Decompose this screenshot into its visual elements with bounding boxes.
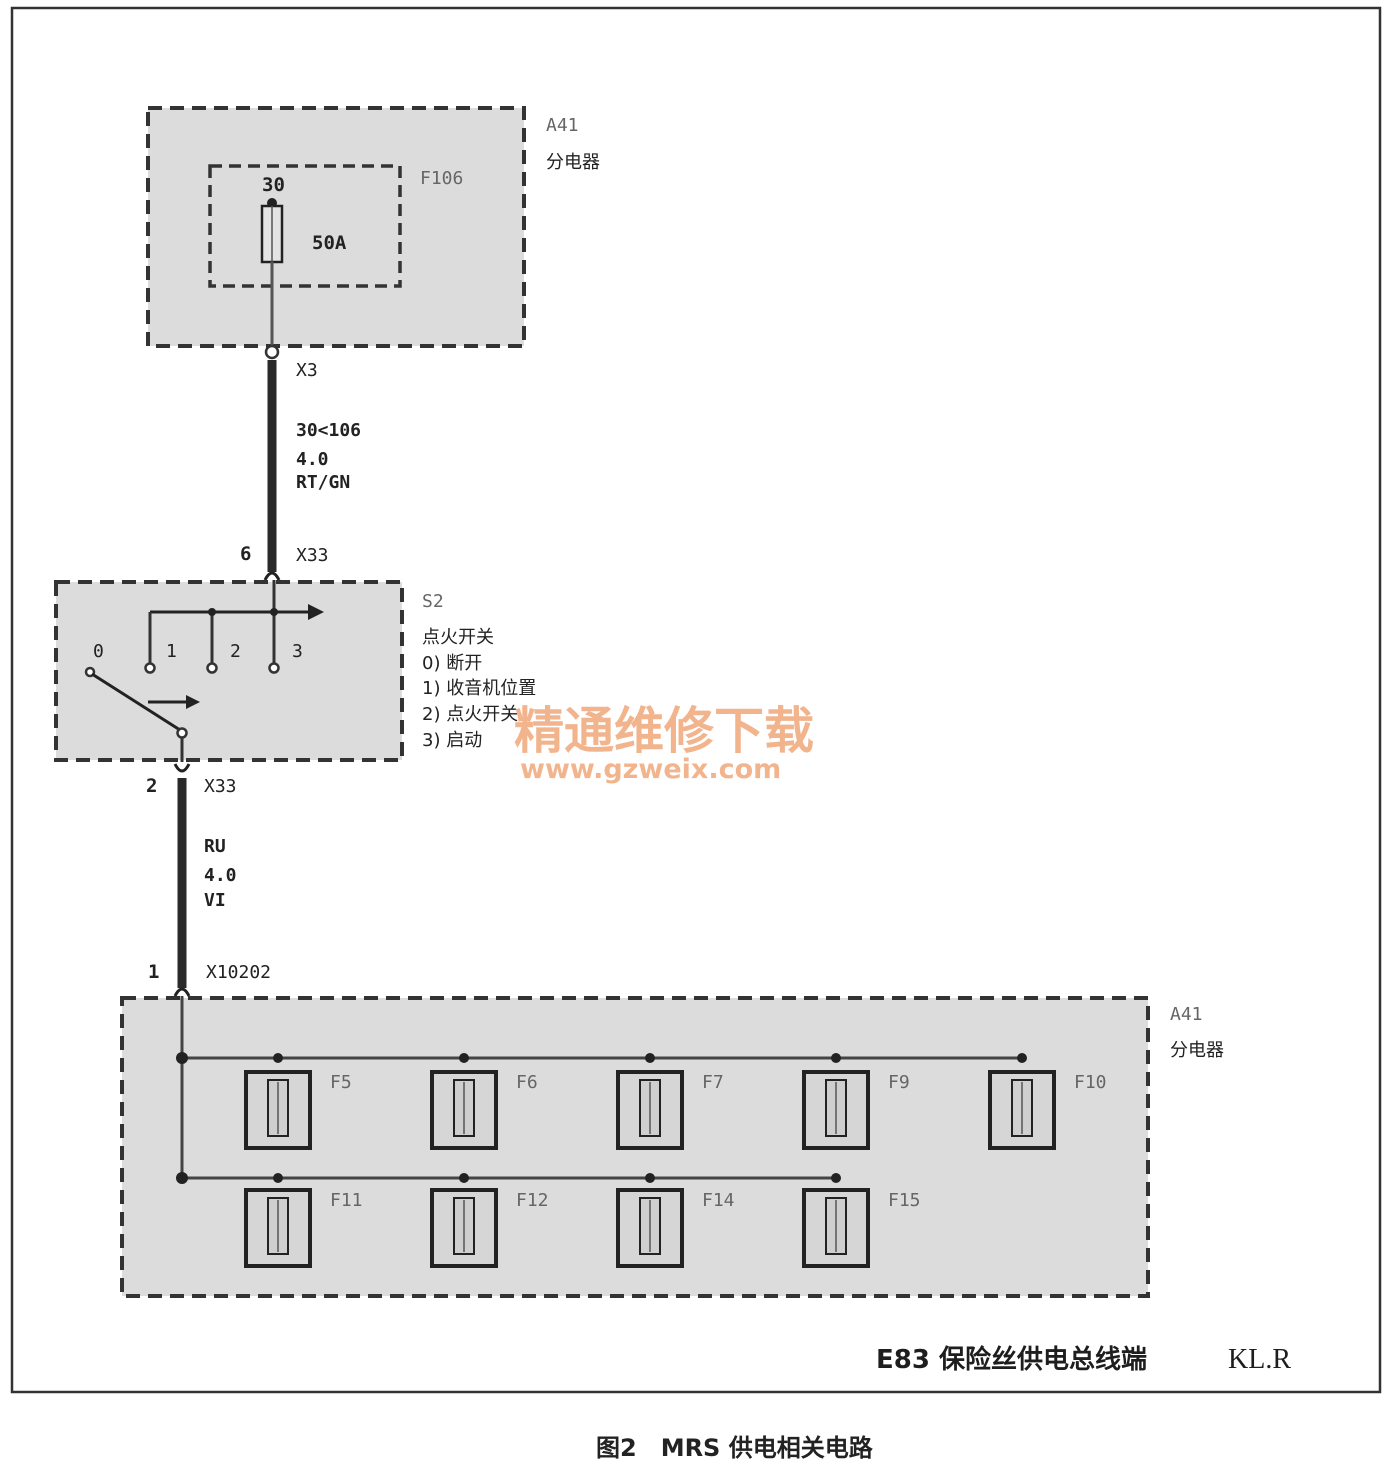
bus-junction-1 [176, 1052, 188, 1064]
fuse-label-f9: F9 [888, 1072, 910, 1093]
fuse-holder-f106 [208, 164, 402, 288]
wire-2-size: 4.0 [204, 865, 237, 886]
connector-x33-bottom-symbol [173, 763, 191, 773]
wire-1-size: 4.0 [296, 449, 329, 470]
bottom-box-name: 分电器 [1170, 1040, 1224, 1061]
switch-pin-bottom: 2 [146, 775, 157, 797]
fuse-label-f7: F7 [702, 1072, 724, 1093]
connector-x3-terminal [264, 344, 280, 360]
fuse-f7 [616, 1053, 684, 1150]
switch-bar-arrow [308, 604, 324, 620]
fuse-f11 [244, 1173, 312, 1268]
ignition-switch-box [54, 580, 404, 762]
switch-position-3: 3 [292, 641, 303, 662]
bottom-pin: 1 [148, 961, 159, 983]
switch-legend-2: 2) 点火开关 [422, 704, 518, 725]
switch-dot-pos1 [208, 608, 216, 616]
fuse-f12 [430, 1173, 498, 1268]
watermark-url: www.gzweix.com [520, 754, 781, 785]
footer-terminal: KL.R [1228, 1344, 1291, 1375]
switch-legend-1: 1) 收音机位置 [422, 678, 536, 699]
wire-2-color: VI [204, 890, 226, 911]
footer-title: E83 保险丝供电总线端 [876, 1344, 1147, 1375]
switch-common-contact [176, 727, 188, 739]
fuse-f5 [244, 1053, 312, 1150]
switch-id: S2 [422, 591, 444, 612]
switch-pin-top: 6 [240, 543, 251, 565]
fuse-f9 [802, 1053, 870, 1150]
distributor-box-top [146, 106, 526, 348]
connector-x33-top-symbol [263, 571, 281, 581]
connector-x3-label: X3 [296, 360, 318, 381]
fuse-rating-label: 50A [312, 232, 347, 254]
fuse-label-f11: F11 [330, 1190, 363, 1211]
bus-junction-2 [176, 1172, 188, 1184]
switch-arm [91, 672, 181, 732]
bottom-box-id: A41 [1170, 1004, 1203, 1025]
switch-position-0: 0 [93, 641, 104, 662]
top-box-name: 分电器 [546, 152, 600, 173]
figure-caption: 图2 MRS 供电相关电路 [596, 1434, 874, 1462]
connector-x10202-symbol [173, 987, 191, 997]
switch-contact-1 [144, 662, 156, 674]
fuse-f10 [988, 1053, 1056, 1150]
switch-actuator-arrow [186, 695, 200, 709]
bottom-connector: X10202 [206, 962, 271, 983]
fuse-label-f15: F15 [888, 1190, 921, 1211]
top-box-id: A41 [546, 115, 579, 136]
switch-position-1: 1 [166, 641, 177, 662]
fuse-f106-label: F106 [420, 168, 463, 189]
wire-1-circuit: 30<106 [296, 420, 361, 441]
watermark-text: 精通维修下载 [514, 702, 814, 760]
fuse-f6 [430, 1053, 498, 1150]
fuse-label-f6: F6 [516, 1072, 538, 1093]
switch-position-2: 2 [230, 641, 241, 662]
fuse-label-f5: F5 [330, 1072, 352, 1093]
fuse-label-f14: F14 [702, 1190, 735, 1211]
fuse-label-f10: F10 [1074, 1072, 1107, 1093]
fuse-label-f12: F12 [516, 1190, 549, 1211]
wire-1-color: RT/GN [296, 472, 350, 493]
switch-connector-bottom: X33 [204, 776, 237, 797]
switch-contact-2 [206, 662, 218, 674]
fuse-f15 [802, 1173, 870, 1268]
switch-dot-pos3 [270, 608, 278, 616]
outer-frame [10, 6, 1382, 1394]
fuse-terminal-label: 30 [262, 174, 285, 196]
switch-contact-3 [268, 662, 280, 674]
switch-connector-top: X33 [296, 545, 329, 566]
switch-legend-3: 3) 启动 [422, 730, 482, 751]
fuse-f14 [616, 1173, 684, 1268]
switch-legend-0: 0) 断开 [422, 653, 482, 674]
switch-name: 点火开关 [422, 627, 494, 648]
wire-2-circuit: RU [204, 836, 226, 857]
